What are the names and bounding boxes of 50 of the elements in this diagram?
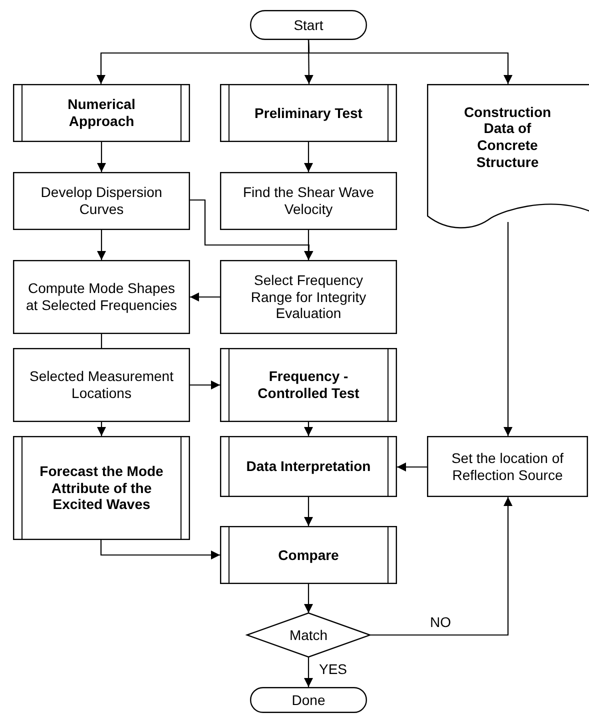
arrow — [308, 40, 512, 84]
process-box — [13, 348, 190, 422]
predefined-process-box — [13, 436, 190, 540]
node-text: Frequency -Controlled Test — [256, 368, 360, 402]
arrow — [97, 230, 106, 260]
terminal-shape — [250, 687, 367, 713]
predefined-process-box — [220, 436, 397, 497]
predefined-process-box — [220, 84, 397, 142]
node-text: Set the location of Reflection Source — [450, 450, 565, 484]
arrow — [97, 422, 106, 436]
node-text: Select Frequency Range for Integrity Evaluation — [250, 272, 368, 322]
node-text: Done — [292, 692, 326, 708]
process-box — [220, 172, 397, 230]
arrow — [304, 497, 313, 526]
process-box — [13, 172, 190, 230]
process-box — [427, 436, 588, 497]
node-text: Match — [289, 626, 328, 644]
arrow — [190, 380, 220, 390]
arrow — [304, 657, 313, 687]
arrow — [100, 540, 220, 560]
arrow — [97, 142, 106, 172]
node-text: Forecast the Mode Attribute of the Excited Waves — [38, 463, 164, 513]
terminal-shape — [250, 10, 367, 40]
node-text: Preliminary Test — [254, 104, 362, 122]
arrow — [304, 230, 313, 260]
document-shape — [427, 84, 588, 230]
node-text: Develop Dispersion Curves — [40, 184, 164, 218]
arrow — [190, 292, 220, 302]
node-text: Start — [294, 16, 324, 34]
node-text: Construction Data of Concrete Structure — [462, 104, 552, 170]
predefined-process-box — [220, 526, 397, 584]
edge-label: NO — [428, 615, 453, 630]
arrow — [370, 497, 512, 636]
edge-label: YES — [317, 662, 350, 678]
node-text: Compute Mode Shapes at Selected Frequencies — [25, 280, 178, 314]
node-text: Compare — [278, 546, 339, 564]
predefined-process-box — [13, 84, 190, 142]
node-text: Find the Shear Wave Velocity — [242, 184, 375, 218]
decision-diamond — [247, 613, 370, 657]
arrow — [304, 584, 313, 613]
process-box — [13, 260, 190, 334]
predefined-process-box — [220, 348, 397, 422]
arrow — [397, 462, 427, 472]
arrow — [504, 222, 512, 436]
arrow — [304, 142, 313, 172]
arrow — [304, 422, 313, 436]
node-text: Numerical Approach — [66, 96, 136, 130]
process-box — [220, 260, 397, 334]
node-text: Selected Measurement Locations — [28, 368, 174, 402]
node-text: Data Interpretation — [246, 458, 371, 475]
